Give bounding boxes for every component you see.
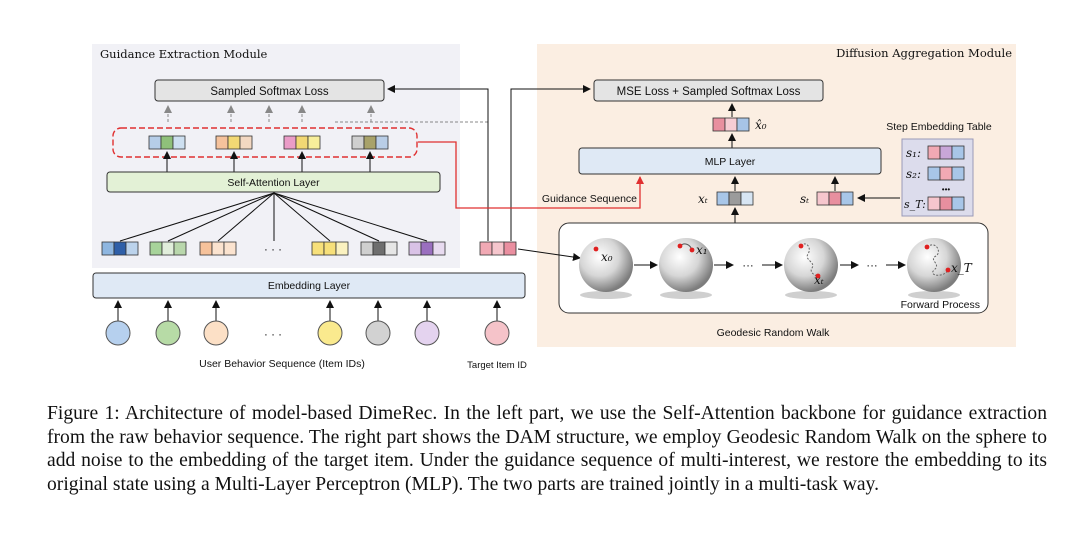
target-item-label: Target Item ID bbox=[467, 360, 527, 371]
multi-interest-group bbox=[112, 127, 418, 158]
interest-embeddings bbox=[148, 135, 389, 150]
id-ellipsis: · · · bbox=[264, 329, 282, 341]
item-id-circles bbox=[105, 320, 510, 346]
chain-ellipsis-1: ··· bbox=[742, 260, 754, 272]
sampled-softmax-loss-box bbox=[154, 79, 385, 102]
sphere-label-x0: x₀ bbox=[601, 250, 613, 264]
forward-process-box bbox=[558, 222, 989, 314]
xt-embedding bbox=[716, 191, 754, 206]
sphere-t bbox=[784, 238, 838, 299]
mlp-layer bbox=[578, 147, 882, 175]
embedding-layer-label: Embedding Layer bbox=[268, 280, 351, 292]
sa-to-interest-arrows bbox=[163, 151, 374, 172]
target-to-loss-arrows bbox=[387, 85, 591, 241]
x0-hat-label: x̂₀ bbox=[755, 118, 767, 132]
target-item-embedding bbox=[479, 241, 517, 256]
s2-embedding bbox=[927, 166, 965, 181]
mse-loss-box bbox=[593, 79, 824, 102]
sampled-softmax-loss-label: Sampled Softmax Loss bbox=[210, 86, 329, 98]
id-to-embedding-arrows bbox=[114, 300, 501, 321]
x0-hat-embedding bbox=[712, 117, 750, 132]
mlp-layer-label: MLP Layer bbox=[705, 156, 756, 168]
item-ellipsis: · · · bbox=[264, 244, 282, 256]
s2-label: s₂: bbox=[906, 167, 921, 181]
sphere-0 bbox=[579, 238, 633, 299]
st-label: sₜ bbox=[800, 192, 809, 206]
s1-embedding bbox=[927, 145, 965, 160]
diffusion-module-title: Diffusion Aggregation Module bbox=[836, 46, 1012, 60]
s1-label: s₁: bbox=[906, 146, 921, 160]
interest-to-loss-arrows bbox=[164, 105, 488, 123]
sT-embedding bbox=[927, 196, 965, 211]
forward-process-label: Forward Process bbox=[901, 299, 980, 311]
geodesic-random-walk-label: Geodesic Random Walk bbox=[717, 327, 831, 339]
chain-ellipsis-2: ··· bbox=[866, 260, 878, 272]
target-to-walk-arrow bbox=[517, 248, 581, 261]
architecture-diagram: Guidance Extraction Module Diffusion Agg… bbox=[92, 44, 1016, 371]
sphere-label-xt: xₜ bbox=[814, 273, 824, 287]
guidance-sequence-line bbox=[418, 141, 644, 209]
self-attention-layer bbox=[106, 171, 441, 193]
item-embeddings bbox=[101, 241, 446, 256]
self-attention-label: Self-Attention Layer bbox=[227, 177, 320, 189]
guidance-module-title: Guidance Extraction Module bbox=[100, 47, 268, 61]
table-vertical-ellipsis: ••• bbox=[942, 185, 951, 194]
user-behavior-sequence-label: User Behavior Sequence (Item IDs) bbox=[199, 358, 365, 370]
embedding-layer bbox=[92, 272, 526, 299]
sphere-T bbox=[907, 238, 961, 299]
sphere-1 bbox=[659, 238, 713, 299]
figure-caption: Figure 1: Architecture of model-based Di… bbox=[47, 403, 1047, 495]
guidance-sequence-label: Guidance Sequence bbox=[542, 193, 637, 205]
st-embedding bbox=[816, 191, 854, 206]
step-embedding-table-title: Step Embedding Table bbox=[886, 121, 992, 133]
attention-fan-lines bbox=[119, 192, 428, 242]
xt-label: xₜ bbox=[698, 192, 708, 206]
sphere-label-xT: x_T bbox=[951, 261, 973, 275]
mse-loss-label: MSE Loss + Sampled Softmax Loss bbox=[617, 86, 801, 98]
sphere-label-x1: x₁ bbox=[696, 243, 708, 257]
sT-label: s_T: bbox=[904, 198, 926, 211]
